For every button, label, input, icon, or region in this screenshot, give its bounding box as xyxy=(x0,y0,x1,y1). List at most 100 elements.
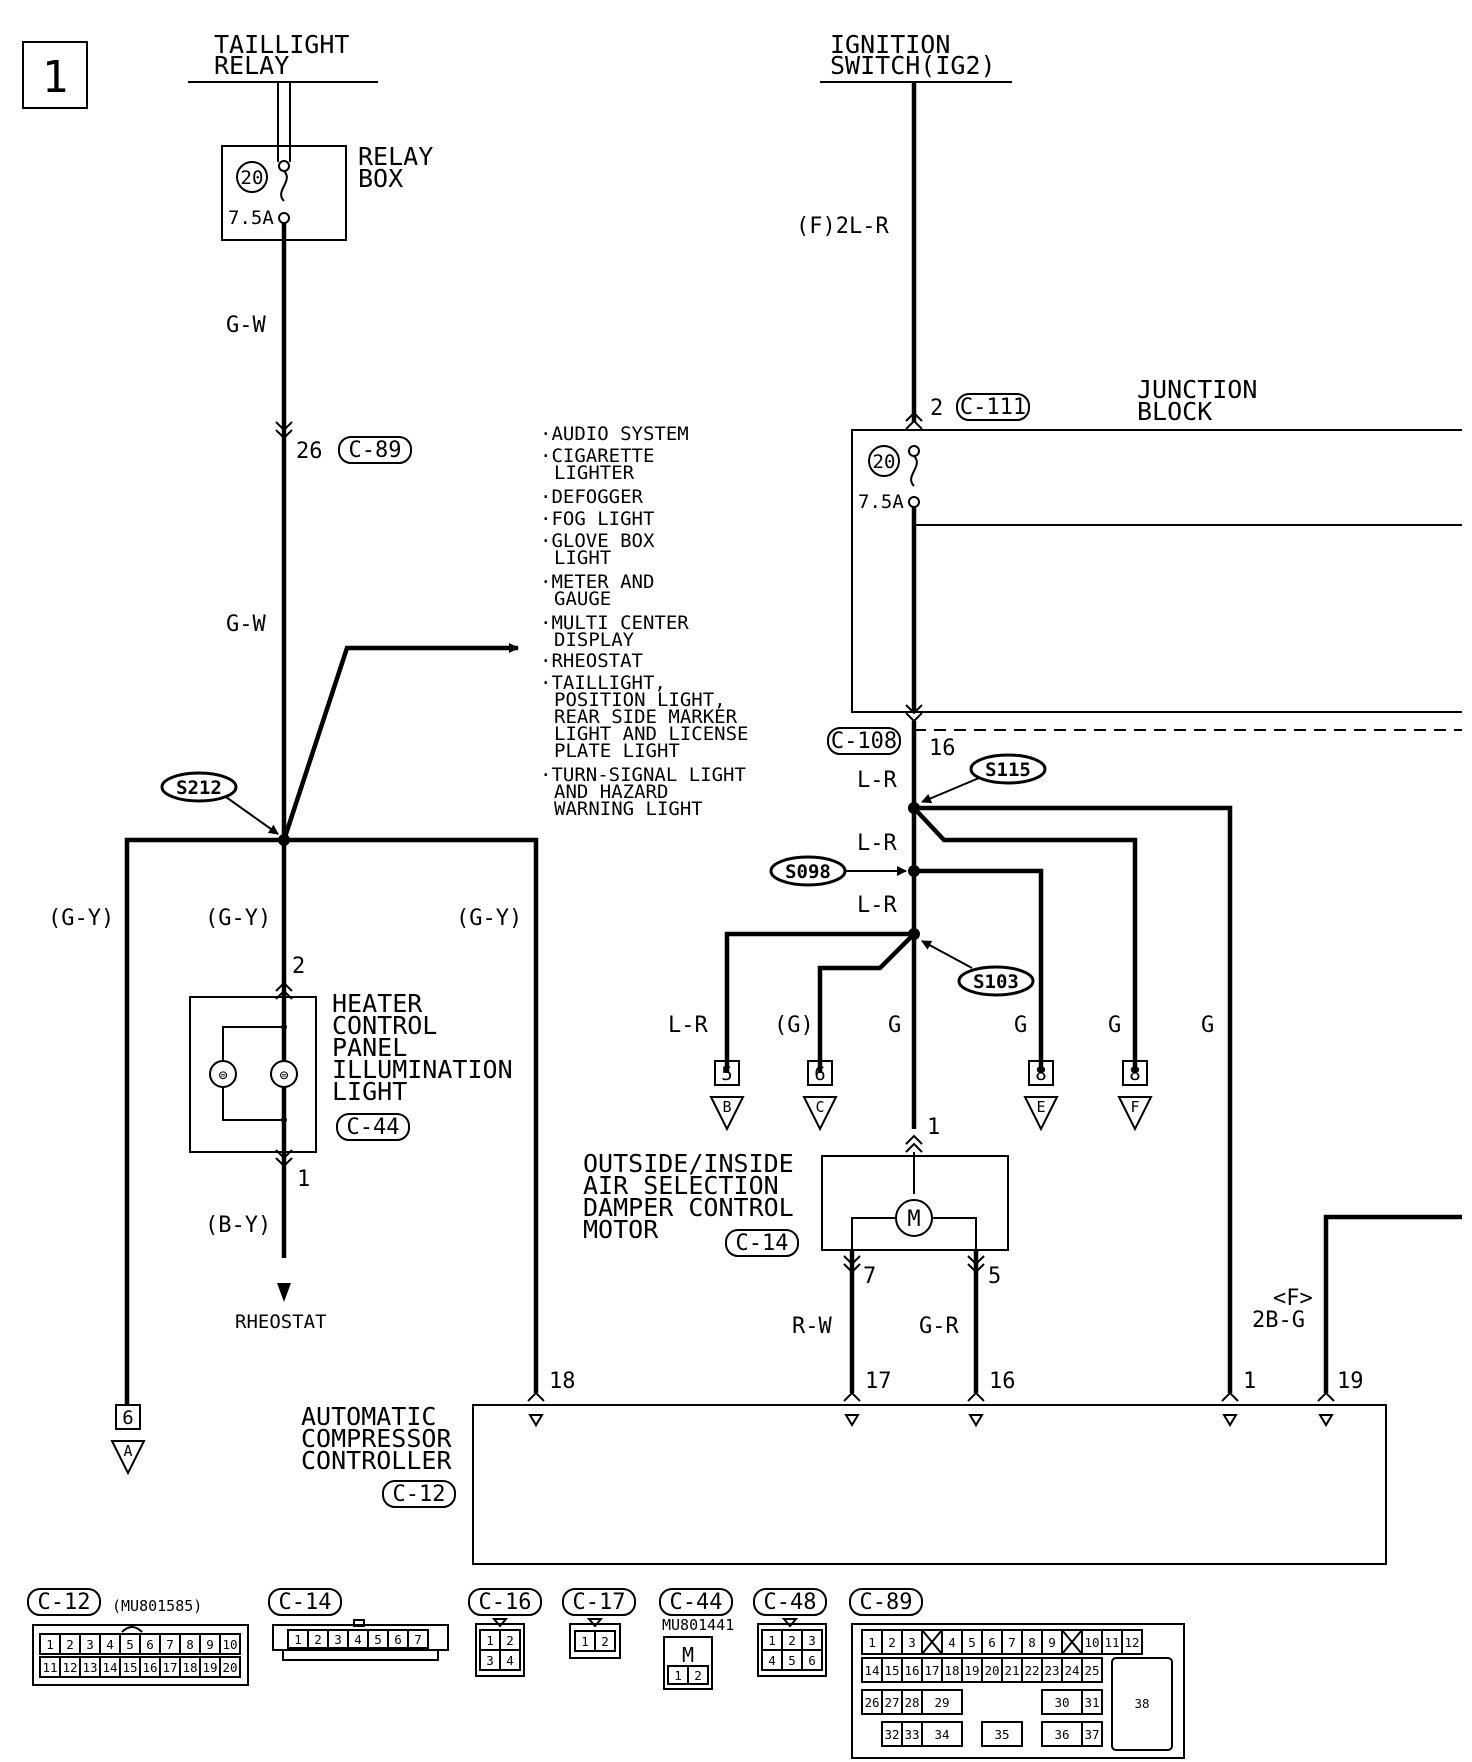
svg-text:38: 38 xyxy=(1134,1696,1149,1711)
legend-c48: C-48 1 2 3 4 5 6 xyxy=(753,1588,827,1677)
svg-text:(MU801585): (MU801585) xyxy=(112,1597,202,1615)
svg-text:5: 5 xyxy=(788,1653,796,1668)
svg-text:MU801441: MU801441 xyxy=(662,1616,734,1634)
ignition-switch-source: IGNITION SWITCH(IG2) xyxy=(820,30,1012,83)
svg-text:17: 17 xyxy=(162,1660,177,1675)
feed-cigarette-lighter: ·CIGARETTE xyxy=(540,445,654,467)
taillight-relay-source: TAILLIGHT RELAY xyxy=(188,30,378,162)
page-number: 1 xyxy=(42,52,69,103)
svg-text:C-16: C-16 xyxy=(479,1590,532,1615)
pin-c89: 26 xyxy=(296,439,323,464)
connector-tag-c44: C-44 xyxy=(336,1113,410,1141)
svg-text:MOTOR: MOTOR xyxy=(583,1215,659,1244)
svg-text:C-44: C-44 xyxy=(347,1115,400,1140)
svg-text:8: 8 xyxy=(1028,1635,1036,1650)
connector-tag-c14: C-14 xyxy=(725,1229,799,1257)
svg-text:4: 4 xyxy=(354,1632,362,1647)
svg-text:16: 16 xyxy=(904,1663,919,1678)
controller-pin-markers xyxy=(527,1391,1335,1427)
feed-cigarette-lighter-2: LIGHTER xyxy=(554,462,635,484)
svg-text:7.5A: 7.5A xyxy=(858,491,904,513)
wire-lr-to-b xyxy=(724,931,914,1073)
svg-text:1: 1 xyxy=(581,1634,589,1649)
svg-text:33: 33 xyxy=(904,1727,919,1742)
wire-label-2bg-1: <F> xyxy=(1273,1286,1313,1311)
svg-text:C-12: C-12 xyxy=(393,1482,446,1507)
damper-motor-label: OUTSIDE/INSIDE AIR SELECTION DAMPER CONT… xyxy=(583,1149,794,1244)
svg-text:AUTOMATIC: AUTOMATIC xyxy=(301,1402,436,1431)
svg-text:S103: S103 xyxy=(973,971,1019,993)
svg-text:⊜: ⊜ xyxy=(279,1066,288,1084)
pin-c14-right: 5 xyxy=(988,1264,1001,1289)
svg-text:S098: S098 xyxy=(785,861,831,883)
svg-text:1: 1 xyxy=(294,1632,302,1647)
offpage-connector-a: 6 A xyxy=(110,1404,146,1476)
svg-text:20: 20 xyxy=(873,451,896,473)
svg-text:6: 6 xyxy=(122,1407,133,1429)
svg-text:F: F xyxy=(1130,1098,1139,1116)
feed-meter-gauge-2: GAUGE xyxy=(554,588,611,610)
svg-text:2: 2 xyxy=(601,1634,609,1649)
svg-text:JUNCTION: JUNCTION xyxy=(1137,375,1257,404)
svg-text:C-89: C-89 xyxy=(860,1590,913,1615)
svg-text:CONTROLLER: CONTROLLER xyxy=(301,1446,452,1475)
svg-text:5: 5 xyxy=(374,1632,382,1647)
svg-text:26: 26 xyxy=(864,1695,879,1710)
wire-2bg xyxy=(1323,1214,1462,1393)
svg-text:36: 36 xyxy=(1054,1727,1069,1742)
splice-s098: S098 xyxy=(769,855,907,887)
svg-text:9: 9 xyxy=(1048,1635,1056,1650)
svg-text:1: 1 xyxy=(46,1637,54,1652)
svg-text:2: 2 xyxy=(314,1632,322,1647)
svg-text:4: 4 xyxy=(106,1637,114,1652)
wire-label-gy-mid: (G-Y) xyxy=(205,906,271,931)
feed-taillight-2: POSITION LIGHT, xyxy=(554,689,726,711)
wire-label-lr-2: L-R xyxy=(857,831,897,856)
svg-text:28: 28 xyxy=(904,1695,919,1710)
heater-panel-label: HEATER CONTROL PANEL ILLUMINATION LIGHT xyxy=(332,989,513,1106)
svg-text:14: 14 xyxy=(864,1663,879,1678)
taillight-relay-label-2: RELAY xyxy=(214,51,289,80)
wire-label-lr-1: L-R xyxy=(857,768,897,793)
svg-text:16: 16 xyxy=(142,1660,157,1675)
wire-g-to-e xyxy=(914,868,1044,1073)
svg-text:7: 7 xyxy=(1008,1635,1016,1650)
svg-text:1: 1 xyxy=(868,1635,876,1650)
pin-c12-18: 18 xyxy=(549,1369,576,1394)
rheostat-label: RHEOSTAT xyxy=(235,1311,327,1333)
svg-text:CONTROL: CONTROL xyxy=(332,1011,437,1040)
svg-text:10: 10 xyxy=(222,1637,237,1652)
connector-tag-c108: C-108 xyxy=(827,727,901,755)
svg-text:OUTSIDE/INSIDE: OUTSIDE/INSIDE xyxy=(583,1149,794,1178)
svg-text:C: C xyxy=(815,1098,824,1116)
svg-text:S115: S115 xyxy=(985,759,1031,781)
svg-text:13: 13 xyxy=(82,1660,97,1675)
svg-text:7: 7 xyxy=(166,1637,174,1652)
svg-text:34: 34 xyxy=(934,1727,949,1742)
heater-control-panel-illumination-light: ⊜ ⊜ xyxy=(189,996,317,1153)
svg-text:PANEL: PANEL xyxy=(332,1033,407,1062)
svg-text:31: 31 xyxy=(1084,1695,1099,1710)
feed-fog-light: ·FOG LIGHT xyxy=(540,508,654,530)
svg-text:AIR SELECTION: AIR SELECTION xyxy=(583,1171,779,1200)
relay-box: 20 7.5A RELAY BOX xyxy=(221,142,433,241)
svg-text:S212: S212 xyxy=(176,777,222,799)
svg-text:12: 12 xyxy=(62,1660,77,1675)
motor-symbol: M xyxy=(907,1207,920,1232)
svg-text:3: 3 xyxy=(808,1633,816,1648)
splice-s103: S103 xyxy=(921,940,1035,997)
junction-block: JUNCTION BLOCK 20 7.5A xyxy=(851,375,1462,731)
svg-text:2: 2 xyxy=(788,1633,796,1648)
offpage-connector-b: 5 B xyxy=(709,1060,745,1132)
svg-text:7: 7 xyxy=(414,1632,422,1647)
offpage-connector-c: 6 C xyxy=(802,1060,838,1132)
legend-c16: C-16 1 2 3 4 xyxy=(468,1588,542,1677)
svg-text:2: 2 xyxy=(66,1637,74,1652)
relay-box-fuse-number: 20 xyxy=(241,167,264,189)
compressor-controller-label: AUTOMATIC COMPRESSOR CONTROLLER xyxy=(301,1402,452,1475)
svg-text:LIGHT: LIGHT xyxy=(332,1077,407,1106)
svg-text:27: 27 xyxy=(884,1695,899,1710)
pin-c14-top: 1 xyxy=(927,1115,940,1140)
svg-text:11: 11 xyxy=(42,1660,57,1675)
